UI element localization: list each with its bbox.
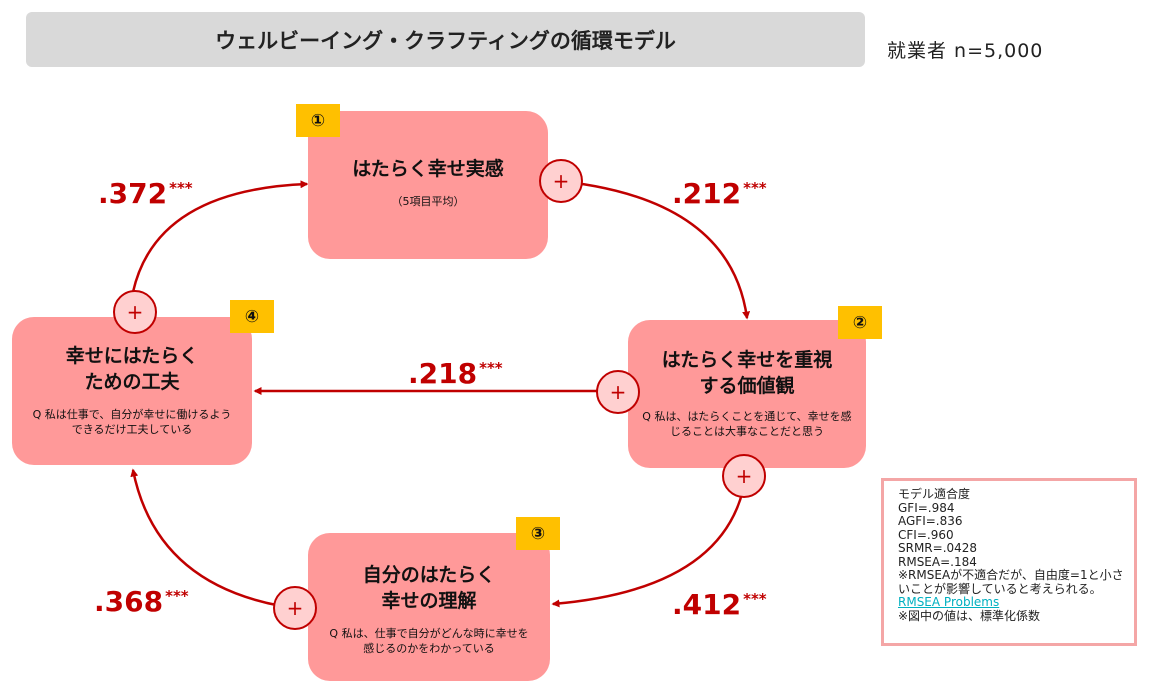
coef-2-to-3: .412*** (672, 583, 767, 621)
box-self-understanding: 自分のはたらく 幸せの理解 Q 私は、仕事で自分がどんな時に幸せを 感じるのかを… (308, 533, 550, 681)
badge-4: ④ (230, 300, 274, 333)
box-happiness-feeling: はたらく幸せ実感 （5項目平均） (308, 111, 548, 259)
box-title: する価値観 (699, 375, 795, 397)
plus-sign-icon: + (273, 586, 317, 630)
coef-value: .372 (98, 177, 168, 210)
coef-1-to-2: .212*** (672, 172, 767, 210)
box-title: はたらく幸せ実感 (352, 158, 504, 180)
box-values: はたらく幸せを重視 する価値観 Q 私は、はたらくことを通じて、幸せを感 じるこ… (628, 320, 866, 468)
box-title: はたらく幸せを重視 (661, 349, 833, 371)
fit-note: いことが影響していると考えられる。 (898, 581, 1102, 596)
badge-1: ① (296, 104, 340, 137)
box-title: 自分のはたらく (362, 564, 496, 586)
fit-note: ※RMSEAが不適合だが、自由度=1と小さ (898, 568, 1124, 582)
box-note: 感じるのかをわかっている (363, 642, 495, 655)
plus-sign-icon: + (722, 454, 766, 498)
plus-sign-icon: + (113, 290, 157, 334)
fit-index: GFI=.984 (898, 500, 955, 515)
fit-index: CFI=.960 (898, 527, 954, 542)
rmsea-problems-link[interactable]: RMSEA Problems (898, 595, 1000, 609)
coef-significance: *** (743, 179, 767, 197)
box-note: （5項目平均） (391, 195, 465, 208)
coef-2-to-4: .218*** (408, 352, 503, 390)
box-title: 幸せにはたらく (65, 345, 199, 367)
coef-significance: *** (479, 359, 503, 377)
plus-sign-icon: + (539, 159, 583, 203)
coef-value: .412 (672, 588, 742, 621)
box-note: Q 私は、仕事で自分がどんな時に幸せを (329, 627, 529, 640)
box-note: Q 私は、はたらくことを通じて、幸せを感 (642, 410, 852, 423)
arrow-2-to-3 (551, 489, 745, 608)
box-note: Q 私は仕事で、自分が幸せに働けるよう (32, 408, 232, 421)
box-note: じることは大事なことだと思う (670, 425, 824, 438)
fit-footnote: ※図中の値は、標準化係数 (898, 608, 1041, 623)
box-note: できるだけ工夫している (71, 423, 193, 436)
arrow-4-to-1 (131, 180, 309, 293)
sample-size-label: 就業者 n=5,000 (887, 40, 1044, 62)
box-title: ための工夫 (84, 371, 180, 393)
badge-3: ③ (516, 517, 560, 550)
coef-4-to-1: .372*** (98, 172, 193, 210)
coef-significance: *** (743, 590, 767, 608)
plus-sign-icon: + (596, 370, 640, 414)
coef-significance: *** (169, 179, 193, 197)
coef-value: .218 (408, 357, 478, 390)
box-crafting: 幸せにはたらく ための工夫 Q 私は仕事で、自分が幸せに働けるよう できるだけ工… (12, 317, 252, 465)
badge-2: ② (838, 306, 882, 339)
fit-index: RMSEA=.184 (898, 554, 977, 569)
fit-heading: モデル適合度 (898, 487, 971, 501)
diagram-title-bar: ウェルビーイング・クラフティングの循環モデル (26, 12, 865, 67)
arrow-1-to-2 (547, 178, 751, 320)
coef-significance: *** (165, 587, 189, 605)
fit-index: SRMR=.0428 (898, 541, 978, 555)
coef-value: .212 (672, 177, 742, 210)
model-fit-panel: モデル適合度 GFI=.984 AGFI=.836 CFI=.960 SRMR=… (881, 478, 1137, 646)
diagram-title: ウェルビーイング・クラフティングの循環モデル (215, 28, 676, 53)
box-title: 幸せの理解 (381, 590, 477, 612)
fit-index: AGFI=.836 (898, 514, 963, 528)
coef-3-to-4: .368*** (94, 580, 189, 618)
coef-value: .368 (94, 585, 164, 618)
